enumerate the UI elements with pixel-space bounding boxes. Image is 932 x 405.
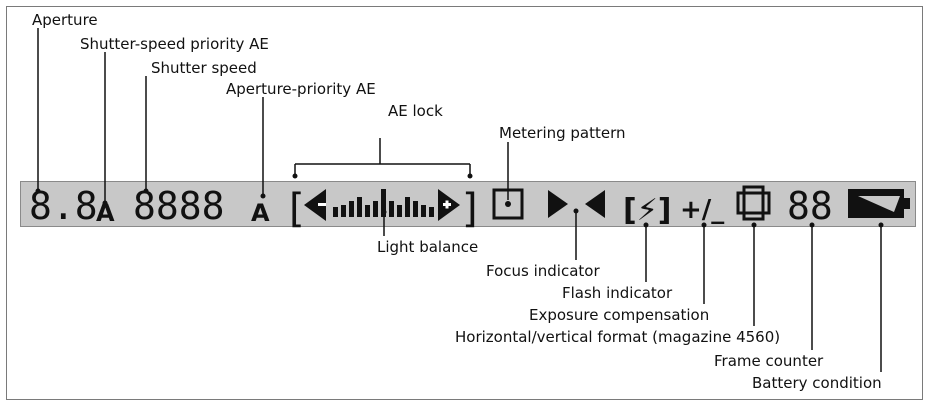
bracket-left: [ <box>289 186 305 232</box>
bracket-right: ] <box>462 186 478 232</box>
lcd-strip <box>20 181 916 227</box>
ae-lock-bracket <box>294 138 471 176</box>
label-flash: Flash indicator <box>562 284 673 302</box>
leader-lines <box>37 28 882 372</box>
label-frame-counter: Frame counter <box>714 352 824 370</box>
format-icon <box>736 185 771 221</box>
label-light-balance: Light balance <box>377 238 479 256</box>
label-format: Horizontal/vertical format (magazine 456… <box>455 328 781 346</box>
focus-icon <box>548 190 605 218</box>
exposure-comp-symbol: +/_ <box>680 195 724 225</box>
light-balance-scale <box>304 189 460 221</box>
flash-symbol: [⚡] <box>623 193 672 228</box>
label-aperture-priority: Aperture-priority AE <box>226 80 376 98</box>
shutter-priority-symbol: A <box>96 199 115 227</box>
leader-dots <box>35 188 884 228</box>
label-exposure-comp: Exposure compensation <box>529 306 710 324</box>
label-aperture: Aperture <box>32 11 98 29</box>
frame-counter-readout: 88 <box>787 184 833 228</box>
label-metering: Metering pattern <box>499 124 626 142</box>
label-shutter-speed: Shutter speed <box>151 59 257 77</box>
left-arrow-icon <box>304 189 326 221</box>
battery-icon <box>848 189 910 218</box>
label-ae-lock: AE lock <box>388 102 443 120</box>
label-battery: Battery condition <box>752 374 882 392</box>
aperture-priority-symbol: A <box>251 199 270 227</box>
label-focus: Focus indicator <box>486 262 600 280</box>
label-shutter-priority: Shutter-speed priority AE <box>80 35 269 53</box>
